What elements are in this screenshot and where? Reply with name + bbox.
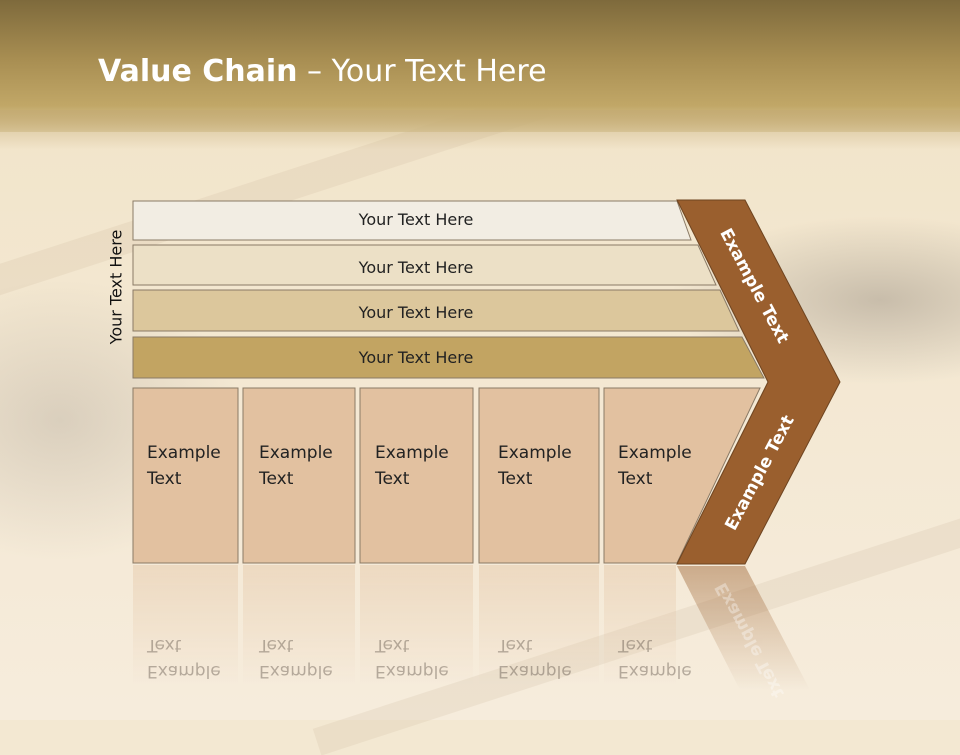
- reflection: [133, 565, 810, 690]
- reflection-line1: Example: [498, 661, 572, 681]
- box-label-line1: Example: [618, 443, 692, 463]
- box-shape-4[interactable]: [478, 387, 600, 564]
- box-reflection-3: Example Text: [375, 632, 449, 684]
- bar-shape-4[interactable]: [132, 336, 765, 379]
- box-label-line1: Example: [259, 443, 333, 463]
- reflection-line1: Example: [618, 661, 692, 681]
- reflection-line2: Text: [147, 635, 182, 655]
- slide-title-bold: Value Chain: [98, 54, 298, 89]
- box-label-line1: Example: [147, 443, 221, 463]
- reflection-line1: Example: [147, 661, 221, 681]
- reflection-line2: Text: [618, 635, 653, 655]
- bar-shape-1[interactable]: [132, 200, 692, 241]
- box-reflection-2: Example Text: [259, 632, 333, 684]
- box-label-line1: Example: [375, 443, 449, 463]
- box-shape-1[interactable]: [132, 387, 239, 564]
- reflection-line1: Example: [375, 661, 449, 681]
- bar-shape-2[interactable]: [132, 244, 717, 286]
- box-label-line2: Text: [375, 469, 410, 489]
- slide-title[interactable]: Value Chain – Your Text Here: [98, 54, 547, 89]
- box-reflection-5: Example Text: [618, 632, 692, 684]
- value-chain-diagram: [132, 199, 841, 690]
- reflection-line2: Text: [375, 635, 410, 655]
- bar-label-2[interactable]: Your Text Here: [358, 258, 474, 277]
- box-label-line2: Text: [498, 469, 533, 489]
- box-shape-2[interactable]: [242, 387, 356, 564]
- title-banner-fade: [0, 110, 960, 150]
- bar-label-4[interactable]: Your Text Here: [358, 348, 474, 367]
- box-label-line2: Text: [147, 469, 182, 489]
- box-shape-3[interactable]: [359, 387, 474, 564]
- box-label-line2: Text: [259, 469, 294, 489]
- reflection-line2: Text: [498, 635, 533, 655]
- reflection-line2: Text: [259, 635, 294, 655]
- chevron-shape[interactable]: [676, 199, 841, 565]
- bar-label-3[interactable]: Your Text Here: [358, 303, 474, 322]
- box-label-line2: Text: [618, 469, 653, 489]
- box-label-line1: Example: [498, 443, 572, 463]
- slide-title-rest: – Your Text Here: [297, 54, 547, 89]
- box-reflection-4: Example Text: [498, 632, 572, 684]
- bar-label-1[interactable]: Your Text Here: [358, 210, 474, 229]
- box-reflection-1: Example Text: [147, 632, 221, 684]
- reflection-line1: Example: [259, 661, 333, 681]
- bar-shape-3[interactable]: [132, 289, 740, 332]
